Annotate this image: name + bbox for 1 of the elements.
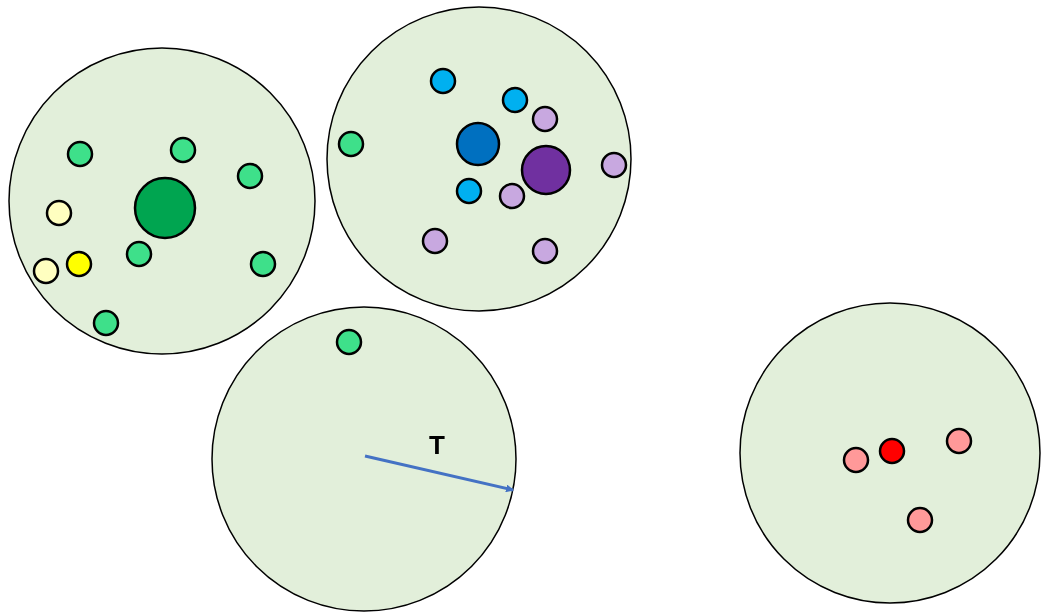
radius-label: T bbox=[429, 432, 445, 458]
